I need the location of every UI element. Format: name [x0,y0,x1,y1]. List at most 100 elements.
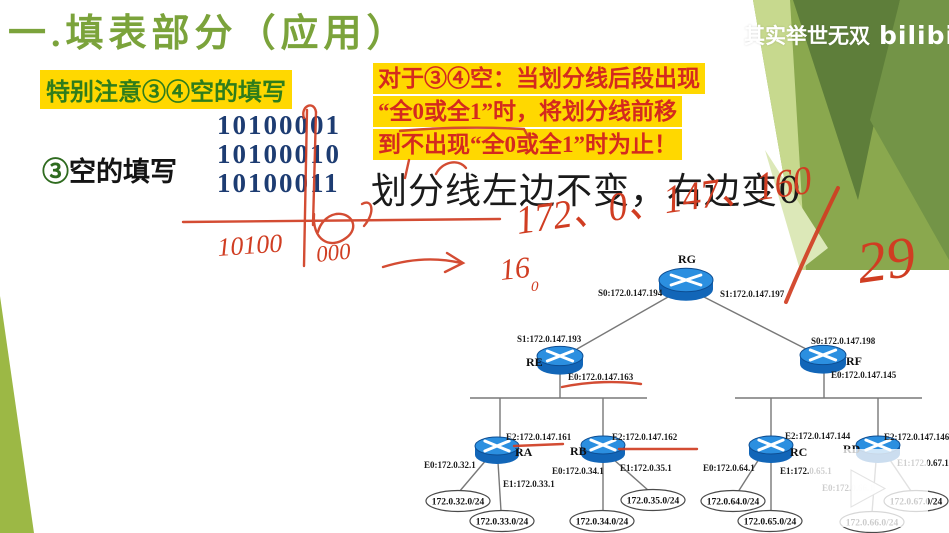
watermark-username: 其实举世无双 [744,25,870,48]
router-rf: RF [799,344,862,374]
router-name: RF [846,354,862,368]
router-name: RC [790,445,807,459]
router-side [800,355,846,364]
interface-label: E1:172.0.33.1 [503,479,555,489]
interface-label: E2:172.0.147.146 [884,432,949,442]
router-rc: RC [748,435,807,463]
interface-label: S1:172.0.147.193 [517,334,582,344]
router-arrows-icon [808,348,838,362]
network-link [576,296,669,350]
network-label: 172.0.33.0/24 [476,518,529,528]
network-label: 172.0.64.0/24 [707,498,760,508]
binary-list: 10100001 10100010 10100011 [217,111,341,198]
binary-row: 10100010 [217,139,341,169]
router-body [659,277,713,301]
router-side [581,445,625,454]
blank3-text: 空的填写 [69,157,177,187]
interface-label: E0:172.0.147.163 [568,372,634,382]
router-side [475,446,519,455]
blank3-number: ③ [42,157,69,187]
rule-handwritten-text: 划分线左边不变，右边变0 [371,171,802,212]
interface-label: E0:172.0.34.1 [552,466,604,476]
network-ellipse [620,488,686,512]
ink-scribble-small-2 [360,201,373,228]
corner-white-line [737,39,771,271]
interface-label: S0:172.0.147.194 [598,288,663,298]
router-arrows-icon [483,439,511,453]
ink-arrow [381,251,466,274]
router-side [749,445,793,454]
note-line-3: 到不出现“全0或全1”时为止！ [373,129,682,160]
router-arrows-icon [545,349,575,363]
interface-label: E2:172.0.147.162 [612,432,678,442]
left-green-wedge [0,296,34,533]
network-label: 172.0.35.0/24 [627,497,680,507]
router-icon [580,435,626,455]
router-side [659,280,713,289]
router-name: RB [570,444,587,458]
highlight-note-left: 特别注意③④空的填写 [40,70,292,109]
router-icon [474,436,520,456]
note-line-2: “全0或全1”时，将划分线前移 [373,96,682,127]
router-body [800,354,846,374]
router-arrows-icon [669,273,703,287]
bilibili-logo: bilibili [879,20,949,50]
network-link [612,458,650,492]
router-re: RE [526,345,584,375]
ink-underline-e0-163 [560,380,643,389]
highlight-note-right: 对于③④空：当划分线后段出现 “全0或全1”时，将划分线前移 到不出现“全0或全… [373,63,705,162]
network-ellipse [569,509,635,533]
play-button[interactable] [809,449,928,527]
router-arrows-icon [589,438,617,452]
page-title: 一.填表部分（应用） [8,13,410,55]
interface-label: S0:172.0.147.198 [811,336,876,346]
router-body [749,445,793,463]
interface-label: S1:172.0.147.197 [720,289,785,299]
interface-label: E1:172.0.35.1 [620,463,672,473]
interface-label: E2:172.0.147.161 [506,432,572,442]
handwritten-text: 29 [853,223,919,295]
router-ra: RA [474,436,533,464]
router-rg: RG [658,252,714,301]
network-ellipse [737,509,803,533]
router-name: RA [515,445,533,459]
handwritten-text: 0 [531,279,539,295]
router-icon [799,344,847,366]
router-icon [658,267,714,293]
router-icon [748,435,794,455]
play-icon [850,469,887,508]
network-ellipse [469,509,535,533]
watermark: 其实举世无双 bilibili [744,20,949,50]
ink-loop-scribble [312,212,355,245]
router-rb: RB [570,435,626,463]
network-link [497,461,502,512]
router-body [475,446,519,464]
router-side [537,356,583,365]
network-label: 172.0.65.0/24 [744,518,797,528]
ink-strike-ra [512,442,565,448]
network-label: 172.0.34.0/24 [576,518,629,528]
interface-label: E0:172.0.64.1 [703,463,755,473]
handwritten-text: 16 [498,251,531,287]
binary-row: 10100011 [217,168,340,198]
network-label: 172.0.32.0/24 [432,498,485,508]
interface-label: E0:172.0.147.145 [831,370,897,380]
network-link [737,458,760,493]
diagram-routers: RGRERFRARBRCRD [474,252,901,464]
network-ellipse [425,489,491,513]
router-name: RE [526,355,543,369]
router-arrows-icon [757,438,785,452]
interface-label: E2:172.0.147.144 [785,431,851,441]
note-line-1: 对于③④空：当划分线后段出现 [373,63,705,94]
handwritten-text: 10100 [216,229,283,262]
ink-underline-binary [181,217,502,224]
router-body [537,355,583,375]
network-ellipse [700,489,766,513]
router-body [581,445,625,463]
router-name: RG [678,252,696,266]
network-link [703,296,811,352]
binary-row: 10100001 [217,110,341,140]
handwritten-text: 000 [315,238,352,267]
blank3-label: ③空的填写 [42,150,177,189]
